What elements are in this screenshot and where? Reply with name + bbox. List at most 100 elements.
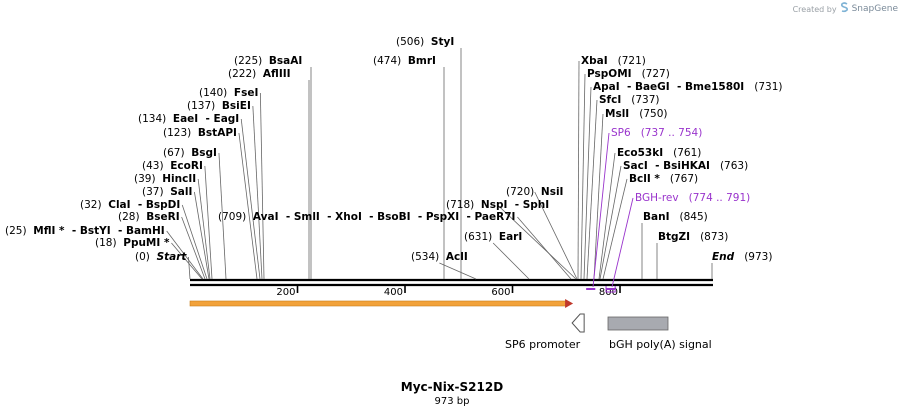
site-enzyme-name: BmrI [407, 55, 436, 67]
site-position: (506) [396, 36, 425, 48]
site-enzyme-name: NspI - SphI [480, 199, 550, 211]
site-position: (721) [617, 55, 646, 67]
site-leader [517, 216, 572, 280]
orf-bar [189, 300, 568, 307]
site-position: (750) [639, 108, 668, 120]
site-label-14: (225) BsaAI [234, 55, 302, 67]
site-label-19: (709) AvaI - SmlI - XhoI - BsoBI - PspXI… [218, 211, 515, 223]
site-label-10: (134) EaeI - EagI [138, 113, 239, 125]
site-leader [194, 191, 210, 280]
site-leader [181, 216, 206, 280]
map-title: Myc-Nix-S212D [400, 380, 504, 394]
site-leader [534, 191, 578, 280]
site-leader [218, 152, 227, 280]
site-leader [492, 242, 530, 280]
primer-label-0: SP6 (737 .. 754) [611, 127, 703, 139]
site-position: (28) [118, 211, 140, 223]
site-label-3: (28) BseRI [118, 211, 180, 223]
site-leader [259, 92, 265, 280]
site-leader [577, 60, 580, 280]
site-position: (973) [744, 251, 773, 263]
primer-leader [611, 197, 634, 288]
sp6-promoter-label: SP6 promoter [505, 338, 581, 351]
site-position: (222) [228, 68, 257, 80]
site-enzyme-name: BclI * [629, 173, 660, 185]
site-position: (0) [135, 251, 150, 263]
site-position: (32) [80, 199, 102, 211]
map-length: 973 bp [434, 396, 470, 407]
site-enzyme-name: EarI [498, 231, 523, 243]
site-label-17: (534) AclI [411, 251, 468, 263]
site-label-13: (222) AflIII [228, 68, 291, 80]
site-label-2: (25) MflI * - BstYI - BamHI [5, 225, 165, 237]
site-leader [497, 204, 577, 280]
bgh-polya-box [607, 316, 669, 331]
site-leader [602, 178, 628, 280]
sp6-promoter-arrow [571, 313, 585, 333]
site-position: (140) [199, 87, 228, 99]
site-label-30: BanI (845) [643, 211, 708, 223]
site-leader [240, 118, 261, 280]
site-label-12: (140) FseI [199, 87, 258, 99]
site-label-20: (718) NspI - SphI [446, 199, 549, 211]
site-enzyme-name: StyI [430, 36, 455, 48]
site-label-9: (123) BstAPI [163, 127, 237, 139]
site-leader [166, 230, 204, 280]
site-enzyme-name: FseI [233, 87, 259, 99]
site-position: (18) [95, 237, 117, 249]
site-label-0: (0) Start [135, 251, 186, 263]
site-position: (37) [142, 186, 164, 198]
site-label-4: (32) ClaI - BspDI [80, 199, 180, 211]
site-position: (474) [373, 55, 402, 67]
site-position: (727) [641, 68, 670, 80]
site-enzyme-name: Eco53kI [617, 147, 664, 159]
site-position: (763) [719, 160, 749, 172]
site-enzyme-name: AclI [445, 251, 468, 263]
credit-brand: SnapGene [851, 4, 898, 14]
site-enzyme-name: PspOMI [587, 68, 632, 80]
site-position: (39) [134, 173, 156, 185]
site-label-18: (631) EarI [464, 231, 522, 243]
site-enzyme-name: NsiI [540, 186, 564, 198]
site-enzyme-name: BsaAI [268, 55, 303, 67]
site-label-25: SfcI (737) [599, 94, 660, 106]
site-enzyme-name: EcoRI [170, 160, 203, 172]
ruler-tick-label: 400 [384, 287, 403, 298]
site-leader [439, 262, 477, 280]
site-enzyme-name: PpuMI * [123, 237, 170, 249]
bgh-rev-bracket [605, 286, 616, 293]
site-leader [599, 165, 622, 280]
site-enzyme-name: ClaI - BspDI [108, 199, 181, 211]
site-position: (43) [142, 160, 164, 172]
site-position: (709) [218, 211, 247, 223]
site-enzyme-name: BsiEI [221, 100, 251, 112]
bgh-polya-label: bGH poly(A) signal [609, 338, 712, 351]
site-enzyme-name: AflIII [262, 68, 291, 80]
site-enzyme-name: SfcI [599, 94, 622, 106]
site-leader [580, 73, 586, 280]
site-position: (25) [5, 225, 27, 237]
site-position: (767) [669, 173, 699, 185]
site-label-15: (474) BmrI [373, 55, 436, 67]
orf-arrowhead [565, 299, 574, 308]
site-label-22: XbaI (721) [581, 55, 646, 67]
site-leader [204, 165, 213, 280]
site-position: (873) [700, 231, 729, 243]
site-position: (134) [138, 113, 167, 125]
ruler-tick-label: 200 [276, 287, 295, 298]
site-leader [593, 113, 604, 280]
site-position: (225) [234, 55, 263, 67]
site-position: (123) [163, 127, 192, 139]
site-position: (845) [679, 211, 708, 223]
site-label-28: SacI - BsiHKAI (763) [623, 160, 748, 172]
site-position: (631) [464, 231, 493, 243]
snapgene-credit: Created by SnapGene [793, 2, 898, 16]
site-position: (718) [446, 199, 475, 211]
primer-label-1: BGH-rev (774 .. 791) [635, 192, 751, 204]
site-label-7: (43) EcoRI [142, 160, 203, 172]
site-label-29: BclI * (767) [629, 173, 698, 185]
site-enzyme-name: SacI - BsiHKAI [623, 160, 710, 172]
site-enzyme-name: MslI [605, 108, 630, 120]
site-label-26: MslI (750) [605, 108, 667, 120]
